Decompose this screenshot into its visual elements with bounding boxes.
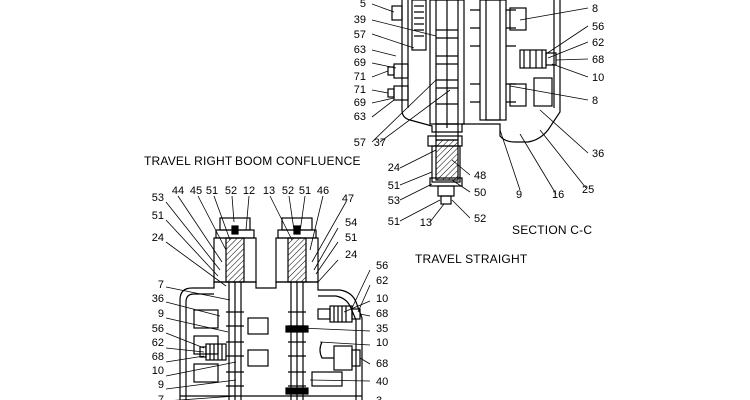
callout: 9 [158, 308, 164, 320]
section-cc-leaders [371, 3, 589, 223]
callout: 46 [317, 185, 329, 197]
callout: 3 [376, 395, 382, 400]
callout: 36 [152, 293, 164, 305]
caption-section-cc: SECTION C-C [512, 223, 593, 237]
callout: 57 [354, 137, 366, 149]
callout: 62 [376, 275, 388, 287]
callout: 40 [376, 376, 388, 388]
callout: 68 [152, 351, 164, 363]
callout: 9 [158, 379, 164, 391]
callout: 10 [592, 72, 604, 84]
callout: 63 [354, 44, 366, 56]
caption-travel-straight: TRAVEL STRAIGHT [415, 252, 528, 266]
section-cc-drawing [387, 0, 561, 205]
callout: 53 [388, 195, 400, 207]
callout: 7 [158, 279, 164, 291]
callout: 39 [354, 14, 366, 26]
callout: 9 [516, 189, 522, 201]
callout: 56 [592, 21, 604, 33]
callout: 62 [592, 37, 604, 49]
section-cc-callouts-right: 8 56 62 68 10 8 36 48 50 52 9 16 25 [474, 3, 604, 225]
callout: 47 [342, 193, 354, 205]
callout: 71 [354, 71, 366, 83]
callout: 51 [206, 185, 218, 197]
callout: 50 [474, 187, 486, 199]
callout: 56 [376, 260, 388, 272]
callout: 13 [263, 185, 275, 197]
lower-leaders [165, 195, 371, 400]
callout: 24 [345, 249, 357, 261]
callout: 10 [152, 365, 164, 377]
caption-travel-right: TRAVEL RIGHT [144, 154, 233, 168]
callout: 62 [152, 337, 164, 349]
callout: 51 [152, 210, 164, 222]
callout: 63 [354, 111, 366, 123]
callout: 69 [354, 57, 366, 69]
lower-valve-drawing [179, 217, 363, 400]
callout: 71 [354, 84, 366, 96]
callout: 24 [152, 232, 164, 244]
callout: 54 [345, 217, 357, 229]
callout: 51 [388, 180, 400, 192]
callout: 13 [420, 217, 432, 229]
lower-callouts-top: 44 45 51 52 12 13 52 51 46 47 [172, 185, 354, 205]
callout: 45 [190, 185, 202, 197]
callout: 56 [152, 323, 164, 335]
lower-callouts-right: 54 51 24 56 62 10 68 35 10 68 40 3 [345, 217, 388, 400]
callout: 10 [376, 337, 388, 349]
callout: 25 [582, 184, 594, 196]
callout: 37 [374, 137, 386, 149]
callout: 5 [360, 0, 366, 10]
callout: 8 [592, 95, 598, 107]
callout: 16 [552, 189, 564, 201]
callout: 51 [388, 216, 400, 228]
callout: 10 [376, 293, 388, 305]
callout: 44 [172, 185, 184, 197]
callout: 8 [592, 3, 598, 15]
callout: 24 [388, 162, 400, 174]
callout: 57 [354, 29, 366, 41]
callout: 48 [474, 170, 486, 182]
section-cc-callouts-left: 5 39 57 63 69 71 71 69 63 57 37 24 51 53… [354, 0, 432, 229]
lower-callouts-left: 53 51 24 7 36 9 56 62 68 10 9 7 [152, 192, 164, 400]
callout: 68 [376, 308, 388, 320]
callout: 68 [592, 54, 604, 66]
callout: 7 [158, 394, 164, 400]
callout: 52 [225, 185, 237, 197]
callout: 51 [299, 185, 311, 197]
callout: 51 [345, 232, 357, 244]
callout: 52 [474, 213, 486, 225]
caption-boom-confluence: BOOM CONFLUENCE [235, 154, 361, 168]
callout: 12 [243, 185, 255, 197]
callout: 68 [376, 358, 388, 370]
callout: 53 [152, 192, 164, 204]
callout: 52 [282, 185, 294, 197]
callout: 36 [592, 148, 604, 160]
callout: 69 [354, 97, 366, 109]
callout: 35 [376, 323, 388, 335]
